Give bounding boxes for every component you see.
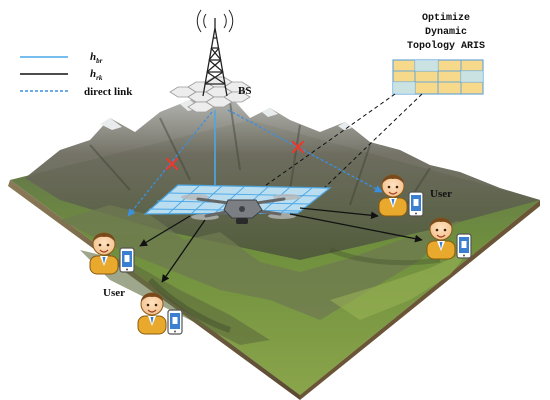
user-label-left: User bbox=[103, 287, 125, 299]
bs-label: BS bbox=[238, 85, 251, 97]
direct-links bbox=[127, 109, 383, 217]
ris-config-table bbox=[392, 59, 484, 95]
direct-link-left bbox=[127, 111, 213, 217]
callout-pointer-left bbox=[261, 93, 396, 189]
phone-icon bbox=[408, 191, 424, 217]
callout: Optimize Dynamic Topology ARIS bbox=[261, 12, 485, 195]
cell-tower-icon bbox=[196, 9, 234, 97]
phone-icon bbox=[119, 247, 135, 273]
direct-link-right bbox=[227, 109, 383, 193]
callout-line-3: Topology ARIS bbox=[407, 40, 485, 52]
legend-direct-link-label: direct link bbox=[84, 86, 133, 98]
user-label-right: User bbox=[430, 188, 452, 200]
drone-icon bbox=[181, 194, 301, 224]
link-user-left bbox=[139, 215, 191, 247]
legend-hrk-label: hrk bbox=[90, 68, 103, 82]
link-user-bottom bbox=[161, 219, 206, 283]
phone-icon bbox=[167, 309, 183, 335]
user-icon bbox=[137, 292, 167, 335]
aerial-ris bbox=[143, 184, 332, 224]
base-station: BS bbox=[169, 9, 251, 113]
callout-line-2: Dynamic bbox=[425, 26, 467, 38]
ris-user-links bbox=[139, 207, 423, 283]
phone-icon bbox=[456, 233, 472, 259]
callout-line-1: Optimize bbox=[422, 12, 470, 24]
link-user-right-upper bbox=[299, 207, 379, 220]
link-user-right-lower bbox=[289, 213, 423, 243]
legend-hbr-label: hbr bbox=[90, 51, 103, 65]
callout-pointer-right bbox=[317, 93, 423, 195]
legend: hbr hrk direct link bbox=[20, 51, 133, 98]
